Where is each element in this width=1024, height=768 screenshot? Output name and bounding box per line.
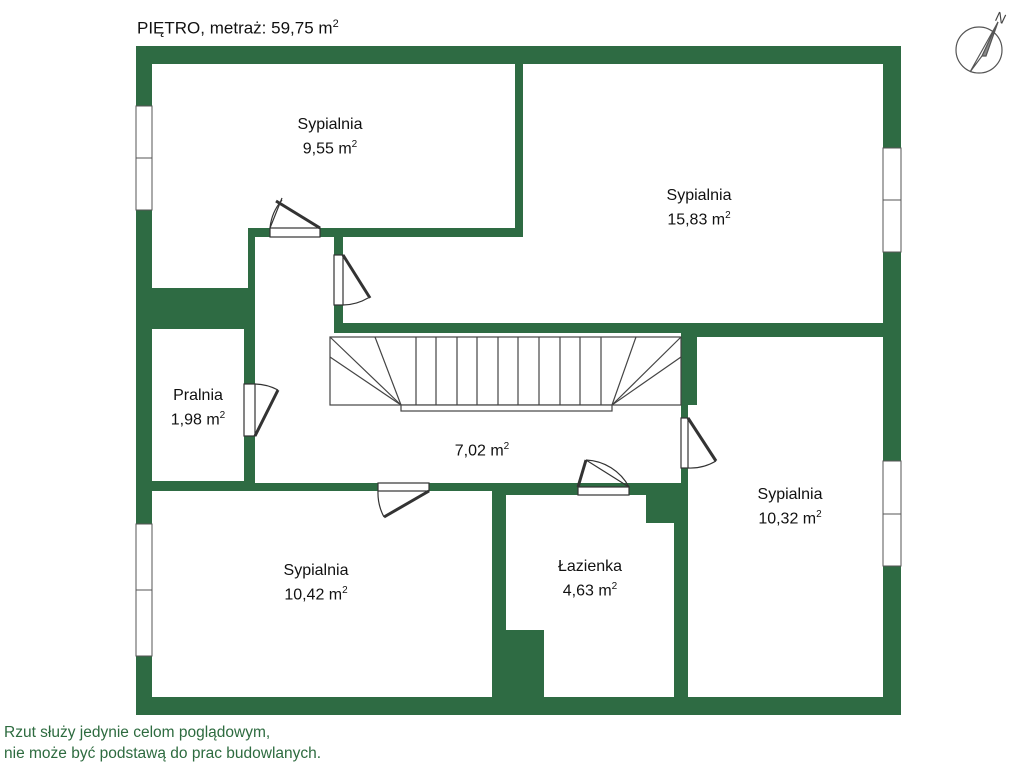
room-name: Sypialnia: [757, 486, 823, 503]
room-name: Sypialnia: [666, 187, 732, 204]
staircase: [329, 336, 682, 412]
compass-label: N: [993, 8, 1009, 27]
room-area: 1,98 m2: [170, 410, 226, 429]
room-area: 4,63 m2: [562, 581, 618, 600]
floor-label: PIĘTRO, metraż: 59,75 m: [137, 18, 333, 38]
label-bedroom-3: Sypialnia 10,32 m2: [758, 485, 823, 529]
room-bedroom-1: [152, 64, 515, 288]
floor-area-exp: 2: [332, 18, 339, 30]
disclaimer-line-2: nie może być podstawą do prac budowlanyc…: [4, 745, 322, 762]
room-bedroom-4: [152, 491, 492, 697]
label-bedroom-1: Sypialnia 9,55 m2: [298, 115, 363, 159]
label-bathroom: Łazienka 4,63 m2: [558, 557, 622, 601]
north-arrow-icon: N: [955, 8, 1009, 74]
disclaimer-line-1: Rzut służy jedynie celom poglądowym,: [4, 724, 271, 741]
room-name: Łazienka: [557, 558, 623, 575]
room-area: 7,02 m2: [454, 441, 510, 460]
room-area: 10,32 m2: [758, 509, 822, 528]
room-bedroom-2: [343, 64, 883, 323]
room-name: Sypialnia: [283, 562, 349, 579]
room-area: 10,42 m2: [284, 585, 348, 604]
room-laundry: [152, 329, 244, 481]
room-area: 15,83 m2: [667, 210, 731, 229]
room-floors: [152, 64, 883, 697]
room-bathroom: [506, 495, 674, 697]
windows: [135, 105, 902, 657]
label-laundry: Pralnia 1,98 m2: [171, 386, 225, 430]
room-area: 9,55 m2: [302, 139, 358, 158]
label-bedroom-2: Sypialnia 15,83 m2: [667, 186, 732, 230]
label-bedroom-4: Sypialnia 10,42 m2: [284, 561, 349, 605]
room-bedroom-3: [688, 337, 883, 697]
doors: [243, 197, 718, 519]
label-hall: 7,02 m2: [455, 437, 509, 461]
floor-title: PIĘTRO, metraż: 59,75 m2: [137, 18, 339, 39]
room-name: Sypialnia: [297, 116, 363, 133]
room-name: Pralnia: [173, 387, 223, 404]
